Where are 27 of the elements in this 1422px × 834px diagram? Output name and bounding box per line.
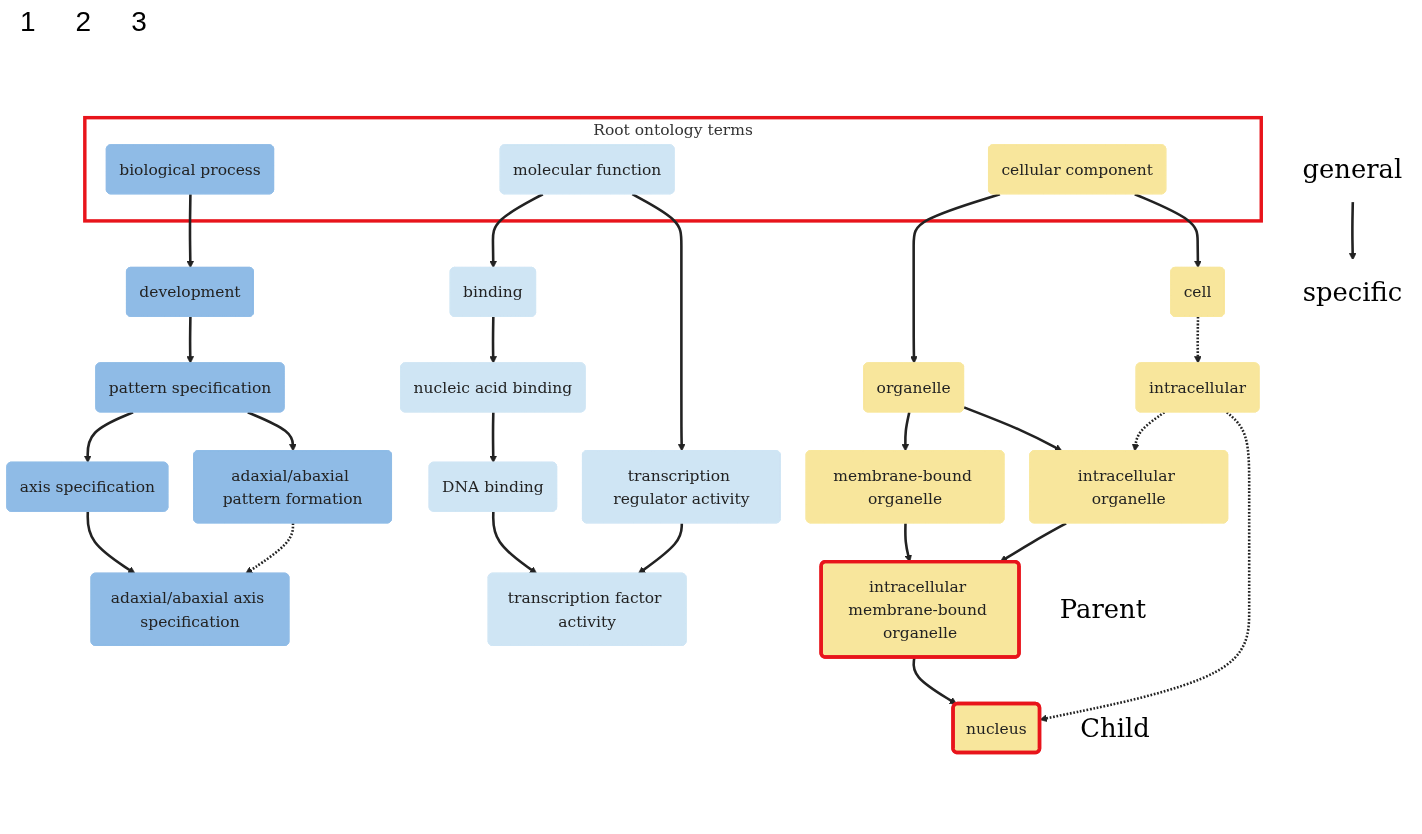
arrow [489, 316, 497, 364]
node-text: specific [1302, 276, 1403, 307]
arrow [491, 511, 538, 574]
arrow [489, 193, 544, 269]
arrow [247, 411, 297, 452]
arrow [631, 193, 686, 452]
node-text: general [1302, 154, 1403, 185]
callout-number: 2 [75, 6, 92, 38]
arrow [489, 412, 497, 463]
arrow [963, 406, 1063, 452]
arrow [1134, 193, 1202, 269]
arrow [186, 316, 195, 364]
arrow [901, 412, 911, 452]
arrow [637, 523, 684, 574]
arrow [912, 657, 957, 705]
node-label: Parent [1059, 594, 1147, 625]
arrow [83, 411, 134, 463]
arrow [1348, 201, 1357, 261]
arrow [910, 193, 1001, 364]
callout-number: 1 [20, 6, 36, 38]
arrow [86, 511, 136, 574]
node-label: Child [1080, 713, 1150, 744]
arrow [1131, 411, 1166, 452]
callout-number: 3 [131, 6, 147, 38]
arrow [186, 194, 195, 269]
arrow [1194, 316, 1202, 364]
arrow [245, 523, 295, 574]
